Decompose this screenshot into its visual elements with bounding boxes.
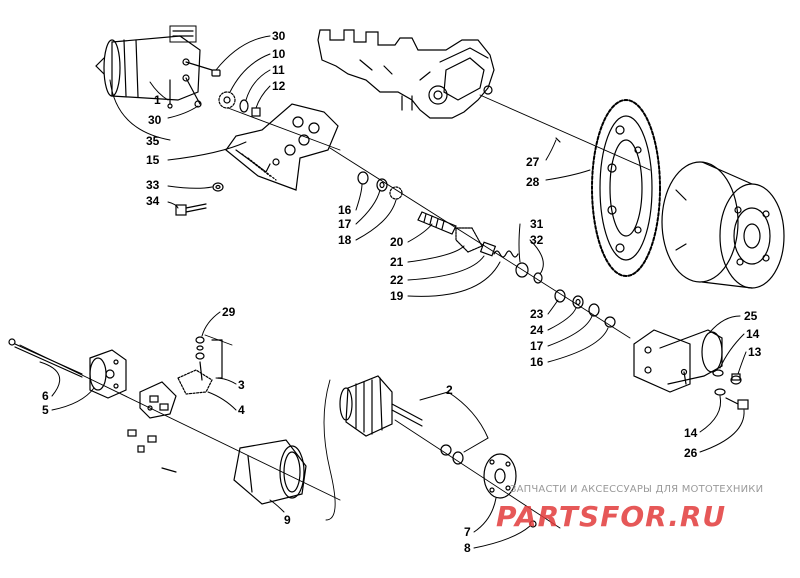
engine-case [317, 29, 495, 119]
callout-32: 32 [530, 233, 544, 247]
callout-28: 28 [526, 175, 540, 189]
callout-27: 27 [526, 155, 540, 169]
callout-17-upper: 17 [338, 217, 352, 231]
ring-gear [555, 99, 661, 277]
shaft-washers [554, 289, 616, 328]
callout-13: 13 [748, 345, 762, 359]
bracket-hardware [175, 182, 224, 216]
brush-set [127, 429, 177, 473]
callout-4: 4 [238, 403, 245, 417]
callout-34: 34 [146, 194, 160, 208]
callout-18: 18 [338, 233, 352, 247]
callout-2: 2 [446, 383, 453, 397]
end-plate-screw [529, 520, 537, 528]
through-bolt [8, 338, 83, 378]
callout-5: 5 [42, 403, 49, 417]
callout-26: 26 [684, 446, 698, 460]
callout-11: 11 [272, 63, 285, 77]
starter-motor [95, 25, 213, 109]
solenoid [633, 329, 723, 393]
drive-end-plate [483, 453, 517, 499]
leader-lines [39, 35, 747, 549]
callout-8: 8 [464, 541, 471, 555]
callout-9: 9 [284, 513, 291, 527]
callout-15: 15 [146, 153, 160, 167]
callout-20: 20 [390, 235, 404, 249]
callout-23: 23 [530, 307, 544, 321]
callout-6: 6 [42, 389, 49, 403]
callout-10: 10 [272, 47, 286, 61]
callout-25: 25 [744, 309, 758, 323]
callout-14-lower: 14 [684, 426, 698, 440]
flywheel [661, 161, 785, 289]
callout-30-lower: 30 [148, 113, 162, 127]
callout-21: 21 [390, 255, 404, 269]
callout-29: 29 [222, 305, 236, 319]
callout-1: 1 [154, 93, 161, 107]
watermark-caption: ЗАПЧАСТИ И АКСЕССУАРЫ ДЛЯ МОТОТЕХНИКИ [510, 484, 764, 495]
watermark-logo: PARTSFOR.RU [496, 500, 726, 533]
motor-housing [233, 439, 307, 505]
armature [339, 375, 423, 437]
callout-12: 12 [272, 79, 286, 93]
mounting-bracket [225, 103, 339, 191]
callout-35: 35 [146, 134, 160, 148]
callout-31: 31 [530, 217, 544, 231]
callout-labels: 30 10 11 12 1 30 35 15 33 34 27 28 16 17… [42, 29, 762, 555]
callout-24: 24 [530, 323, 544, 337]
callout-33: 33 [146, 178, 160, 192]
solenoid-hardware [712, 369, 749, 410]
terminal-kit [177, 336, 223, 395]
callout-16-upper: 16 [338, 203, 352, 217]
end-cap [89, 349, 127, 399]
callout-14-upper: 14 [746, 327, 760, 341]
callout-17-lower: 17 [530, 339, 544, 353]
starter-hardware [194, 69, 261, 117]
callout-19: 19 [390, 289, 404, 303]
callout-30-top: 30 [272, 29, 286, 43]
callout-3: 3 [238, 378, 245, 392]
callout-22: 22 [390, 273, 404, 287]
armature-washers [440, 444, 464, 465]
watermark-logo-text: PARTSFOR.RU [496, 500, 726, 533]
bendix-drive [357, 171, 543, 284]
callout-7: 7 [464, 525, 471, 539]
callout-16-lower: 16 [530, 355, 544, 369]
brush-plate [139, 381, 177, 419]
center-lines [19, 94, 651, 529]
